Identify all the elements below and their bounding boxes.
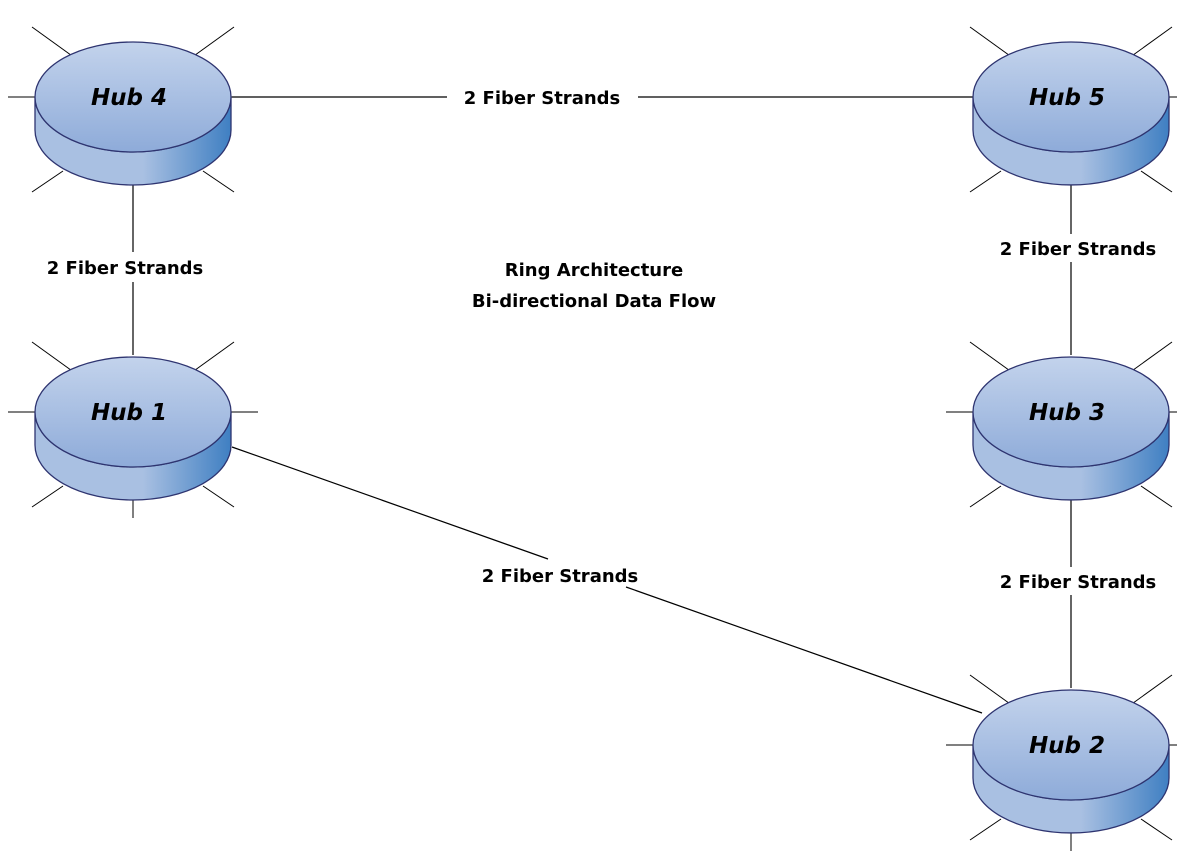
hub-spoke [31, 341, 76, 374]
hub-2: Hub 2 [946, 674, 1177, 851]
hub-disk-top [972, 356, 1170, 468]
hub-spoke [969, 485, 1002, 508]
hub-spoke [969, 26, 1014, 59]
link-hub1-hub2-line-a [231, 446, 549, 560]
hub-label: Hub 5 [1029, 85, 1105, 111]
hub-label: Hub 2 [1029, 733, 1105, 759]
hub-4: Hub 4 [8, 26, 258, 203]
hub-spoke [969, 341, 1014, 374]
hub-spoke [1128, 674, 1173, 707]
hub-disk-top [972, 689, 1170, 801]
diagram-title: Ring Architecture Bi-directional Data Fl… [472, 260, 716, 312]
hub-spoke [202, 170, 235, 193]
link-label-hub5-hub3: 2 Fiber Strands [1000, 239, 1157, 260]
hub-label: Hub 1 [91, 400, 167, 426]
hub-spoke [31, 170, 64, 193]
hub-spoke [969, 170, 1002, 193]
link-hub1-hub2-line-b [625, 586, 983, 714]
hub-label: Hub 4 [91, 85, 167, 111]
link-label-hub3-hub2: 2 Fiber Strands [1000, 572, 1157, 593]
hub-disk-top [972, 41, 1170, 153]
title-line-1: Ring Architecture [505, 260, 683, 281]
title-line-2: Bi-directional Data Flow [472, 291, 716, 312]
hub-spoke [1140, 485, 1173, 508]
hub-label: Hub 3 [1029, 400, 1105, 426]
hub-disk-top [34, 356, 232, 468]
hub-3: Hub 3 [946, 341, 1177, 518]
hub-spoke [1140, 170, 1173, 193]
links [132, 96, 1072, 714]
hub-spoke [1128, 341, 1173, 374]
hubs: Hub 4 Hub 5 Hub 1 Hub 3 Hub 2 [8, 26, 1177, 851]
link-label-hub1-hub2: 2 Fiber Strands [482, 566, 639, 587]
link-label-hub4-hub5: 2 Fiber Strands [464, 88, 621, 109]
link-labels: 2 Fiber Strands 2 Fiber Strands 2 Fiber … [47, 88, 1157, 593]
hub-spoke [31, 26, 76, 59]
hub-spoke [969, 818, 1002, 841]
hub-spoke [1140, 818, 1173, 841]
hub-spoke [31, 485, 64, 508]
hub-spoke [969, 674, 1014, 707]
hub-disk-top [34, 41, 232, 153]
hub-spoke [202, 485, 235, 508]
hub-spoke [190, 341, 235, 374]
hub-1: Hub 1 [8, 341, 258, 518]
hub-spoke [190, 26, 235, 59]
link-label-hub4-hub1: 2 Fiber Strands [47, 258, 204, 279]
hub-5: Hub 5 [946, 26, 1177, 203]
hub-spoke [1128, 26, 1173, 59]
